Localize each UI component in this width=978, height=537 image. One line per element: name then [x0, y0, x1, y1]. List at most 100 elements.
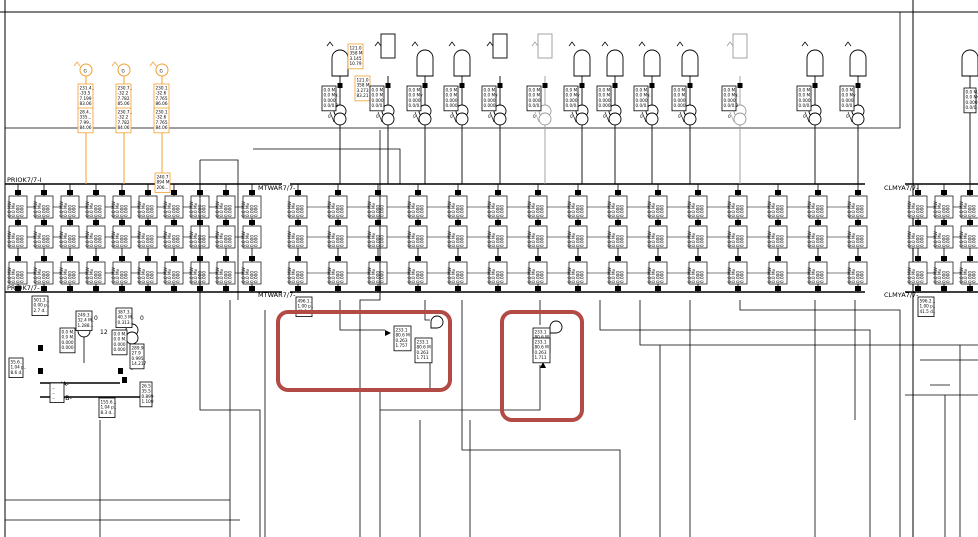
- breaker-icon: [655, 220, 661, 225]
- bay-cell-value: 0.000: [615, 271, 620, 283]
- bay-cell-value: 0.000: [300, 235, 305, 247]
- bay-cell-value: 0.0 Mv: [531, 202, 536, 217]
- bus-label-clmya-lower: CLMYA7/7-: [884, 291, 919, 299]
- feeder-info-box-line: 14.217: [132, 361, 147, 366]
- unit-arrow-icon: [844, 41, 852, 47]
- unit-info-box-line: 0.0 M.: [599, 93, 612, 98]
- bay-cell-value: 0.000: [455, 271, 460, 283]
- bay-cell-value: 0.0 Mv: [291, 268, 296, 283]
- gen-info-box-frame: [154, 172, 171, 194]
- tap-changer-icon: [847, 111, 853, 123]
- breaker-icon: [415, 256, 421, 261]
- bay-cell-value: 0.0 Mv: [491, 232, 496, 247]
- load-symbol: [430, 315, 444, 329]
- bay-cell-value: 0.000: [300, 205, 305, 217]
- bay-cell-value: 0.0 MW: [189, 201, 194, 217]
- unit-info-box-line: 0.0 M.: [674, 93, 687, 98]
- breaker-icon: [455, 256, 461, 261]
- unit-info-box-line: 0.0/0.0: [724, 103, 739, 108]
- bay-cell-value: 0.000: [535, 235, 540, 247]
- bay-cell-value: 0.0 MW: [407, 267, 412, 283]
- bay-cell-value: 0.0 Mv: [37, 232, 42, 247]
- bay-cell-value: 0.0 Mv: [451, 232, 456, 247]
- gen-info-box-line: -32.6: [156, 91, 167, 96]
- breaker-icon: [335, 220, 341, 225]
- bay-cell-value: 0.000: [740, 271, 745, 283]
- highlight-box-right: [500, 310, 584, 422]
- bay-cell-value: 0.0 MW: [287, 201, 292, 217]
- breaker-icon: [915, 286, 921, 291]
- bay-cell-value: 0.000: [580, 235, 585, 247]
- breaker-icon: [385, 83, 391, 88]
- unit-info-box-line: 0.000: [724, 98, 736, 103]
- breaker-icon: [41, 286, 47, 291]
- routing-wire: [639, 300, 978, 346]
- gen-info-box-line: 894 M: [157, 180, 170, 185]
- bay-cell-value: 0.000: [41, 205, 46, 217]
- bay-cell-value: 0.0 Mv: [11, 202, 16, 217]
- transformer-winding-icon: [538, 112, 552, 126]
- bus-info-box-line: 8.3 d..: [101, 410, 114, 415]
- bay-cell-value: 0.0 Mv: [911, 202, 916, 217]
- breaker-icon: [335, 190, 341, 195]
- breaker-icon: [93, 220, 99, 225]
- bay-cell-value: 0.000: [420, 235, 425, 247]
- unit-zero-label: 0: [450, 114, 453, 119]
- top-unit: 0: [326, 41, 349, 184]
- unit-info-box-line: 0.0 Mv: [566, 93, 581, 98]
- bay-cell-value: 0.000: [941, 235, 946, 247]
- gen-info-box-line: 230.1: [156, 86, 168, 91]
- transformer-winding-icon: [808, 112, 822, 126]
- breaker-icon: [535, 286, 541, 291]
- unit-info-box-line: 0.000: [842, 98, 854, 103]
- unit-info-box-line: 0.000: [446, 98, 458, 103]
- bay-cell-value: 0.0 MW: [215, 267, 220, 283]
- bay-cell-value: 0.0 MW: [85, 201, 90, 217]
- bay-cell: [960, 225, 978, 249]
- unit-arrow-icon: [448, 41, 456, 47]
- highlight-info-box-line: 80.6 M: [535, 335, 550, 340]
- unit-info-box-line: 0.0 Mv.: [724, 93, 739, 98]
- unit-info-box-frame: [481, 85, 497, 112]
- bay-cell-value: 0.0 MW: [847, 231, 852, 247]
- bay-cell-value: 0.0 Mv: [531, 232, 536, 247]
- bay-cell-value: 0.000: [223, 271, 228, 283]
- breaker-icon: [575, 190, 581, 195]
- unit-info-box-line: 0.0 M.: [799, 88, 812, 93]
- bay-cell-value: 0.000: [820, 271, 825, 283]
- breaker-icon: [615, 190, 621, 195]
- bay-cell-value: 0.000: [171, 271, 176, 283]
- bay-cell-value: 0.0 MW: [407, 231, 412, 247]
- bay-cell-value: 0.000: [972, 205, 977, 217]
- bus-info-box-line: 55.6..: [11, 360, 23, 365]
- bay-cell-value: 0.0 Mv: [291, 202, 296, 217]
- load-housing-icon: [380, 33, 396, 59]
- bay-cell-value: 0.000: [460, 271, 465, 283]
- bay-cell-value: 0.0 Mv: [37, 202, 42, 217]
- unit-zero-label: 0: [803, 114, 806, 119]
- load-icon: [430, 315, 444, 329]
- bay-cell-value: 0.000: [72, 205, 77, 217]
- bay-cell-value: 0.0 MW: [137, 267, 142, 283]
- bay-cell-value: 0.000: [340, 271, 345, 283]
- bay-cell-value: 0.0 MW: [7, 201, 12, 217]
- bay-cell-value: 0.000: [415, 271, 420, 283]
- breaker-icon: [41, 220, 47, 225]
- bay-cell-value: 0.000: [380, 205, 385, 217]
- gen-info-box-line: 335...: [80, 115, 92, 120]
- breaker-icon: [295, 256, 301, 261]
- gen-info-box-line: 230.7..: [118, 86, 133, 91]
- unit-info-box-line: 0.000: [566, 98, 578, 103]
- highlight-box-left: [276, 310, 452, 392]
- bus-label-b: OB-: [60, 394, 73, 402]
- feeder-info-box-line: 1.288...: [78, 323, 94, 328]
- generator-housing-icon: [961, 49, 978, 77]
- bay-cell-value: 0.0 MW: [59, 267, 64, 283]
- breaker-icon: [171, 286, 177, 291]
